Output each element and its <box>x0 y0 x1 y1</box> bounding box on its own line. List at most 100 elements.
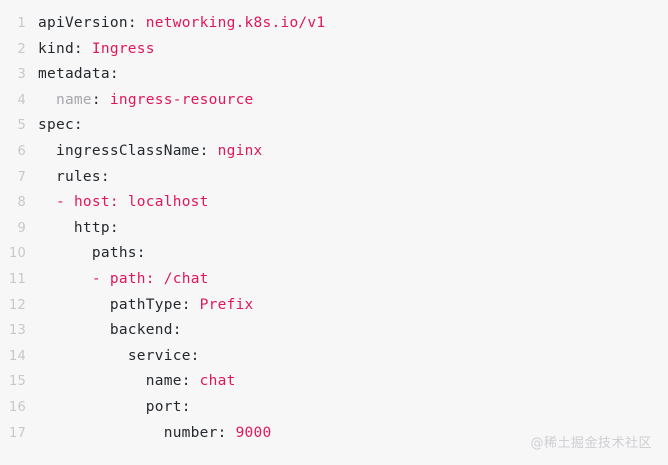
code-line: 7 rules: <box>0 165 668 191</box>
line-content[interactable]: paths: <box>26 241 668 267</box>
line-number: 16 <box>9 399 26 415</box>
code-line: 4 name: ingress-resource <box>0 88 668 114</box>
line-number: 5 <box>17 118 26 134</box>
code-token: metadata <box>38 66 110 83</box>
line-number: 14 <box>9 348 26 364</box>
code-token <box>38 399 146 415</box>
code-token: Prefix <box>199 296 254 313</box>
line-content[interactable]: name: ingress-resource <box>26 88 668 114</box>
line-number: 17 <box>9 425 26 441</box>
line-content[interactable]: ingressClassName: nginx <box>26 139 668 165</box>
code-token: Ingress <box>91 40 155 57</box>
code-token: : <box>172 322 182 339</box>
code-token: ingress-resource <box>109 91 254 108</box>
line-number: 2 <box>17 41 26 57</box>
code-token <box>38 373 146 389</box>
code-token: nginx <box>217 142 263 159</box>
code-token <box>38 220 74 236</box>
code-token: chat <box>199 373 236 390</box>
code-token: pathType <box>109 296 182 313</box>
line-content[interactable]: backend: <box>26 318 668 344</box>
code-token: : <box>217 424 236 441</box>
line-content[interactable]: - host: localhost <box>26 190 668 216</box>
line-content[interactable]: pathType: Prefix <box>26 293 668 319</box>
code-line: 13 backend: <box>0 318 668 344</box>
code-token: apiVersion <box>38 15 128 31</box>
line-number: 11 <box>9 271 26 287</box>
code-token: rules <box>55 168 101 185</box>
code-line: 15 name: chat <box>0 369 668 395</box>
code-token: /chat <box>163 270 209 287</box>
line-number: 10 <box>9 246 26 262</box>
code-token: : <box>136 245 146 262</box>
code-token <box>38 297 110 313</box>
code-token: : <box>109 66 119 83</box>
code-line: 12 pathType: Prefix <box>0 293 668 319</box>
code-token: service <box>127 347 191 364</box>
code-line: 10 paths: <box>0 241 668 267</box>
line-content[interactable]: apiVersion: networking.k8s.io/v1 <box>26 11 668 37</box>
code-token: ingressClassName <box>55 142 200 159</box>
code-token <box>38 425 164 441</box>
line-number: 3 <box>17 67 26 83</box>
code-token: : <box>199 142 218 159</box>
code-line: 14 service: <box>0 344 668 370</box>
line-content[interactable]: spec: <box>26 113 668 139</box>
code-token: : <box>109 219 119 236</box>
code-token: number <box>163 424 218 441</box>
code-line: 11 - path: /chat <box>0 267 668 293</box>
code-token: localhost <box>127 194 209 211</box>
code-line: 6 ingressClassName: nginx <box>0 139 668 165</box>
code-token: spec <box>38 117 74 134</box>
code-line: 9 http: <box>0 216 668 242</box>
watermark: @稀土掘金技术社区 <box>530 436 652 451</box>
code-token: path <box>109 270 146 287</box>
line-content[interactable]: kind: Ingress <box>26 37 668 63</box>
line-content[interactable]: name: chat <box>26 369 668 395</box>
line-number: 7 <box>17 169 26 185</box>
line-content[interactable]: number: 9000 <box>26 421 668 447</box>
code-token: : <box>91 91 110 108</box>
line-number: 8 <box>17 195 26 211</box>
line-number: 1 <box>17 16 26 31</box>
code-token: http <box>73 219 110 236</box>
code-token <box>38 194 56 210</box>
code-token: : <box>190 347 200 364</box>
line-content[interactable]: http: <box>26 216 668 242</box>
line-content[interactable]: - path: /chat <box>26 267 668 293</box>
code-token <box>38 92 56 108</box>
code-token: : <box>181 296 200 313</box>
line-number: 13 <box>9 323 26 339</box>
code-token: name <box>145 373 182 390</box>
code-token: name <box>55 91 92 108</box>
code-token <box>38 348 128 364</box>
code-token: host <box>73 194 110 211</box>
code-token: backend <box>109 322 173 339</box>
code-token <box>38 169 56 185</box>
line-content[interactable]: metadata: <box>26 62 668 88</box>
code-token <box>38 245 92 261</box>
line-number: 12 <box>9 297 26 313</box>
code-token: : <box>127 15 146 31</box>
line-number: 15 <box>9 374 26 390</box>
line-number: 6 <box>17 143 26 159</box>
line-number: 9 <box>17 220 26 236</box>
line-content[interactable]: service: <box>26 344 668 370</box>
code-token: port <box>145 398 182 415</box>
code-token: : <box>100 168 110 185</box>
code-line: 17 number: 9000 <box>0 421 668 447</box>
code-token: 9000 <box>235 424 272 441</box>
code-token: - <box>55 194 74 211</box>
code-token: kind <box>38 40 74 57</box>
code-token <box>38 143 56 159</box>
code-token: paths <box>91 245 137 262</box>
code-token: : <box>73 40 92 57</box>
line-content[interactable]: rules: <box>26 165 668 191</box>
line-content[interactable]: port: <box>26 395 668 421</box>
